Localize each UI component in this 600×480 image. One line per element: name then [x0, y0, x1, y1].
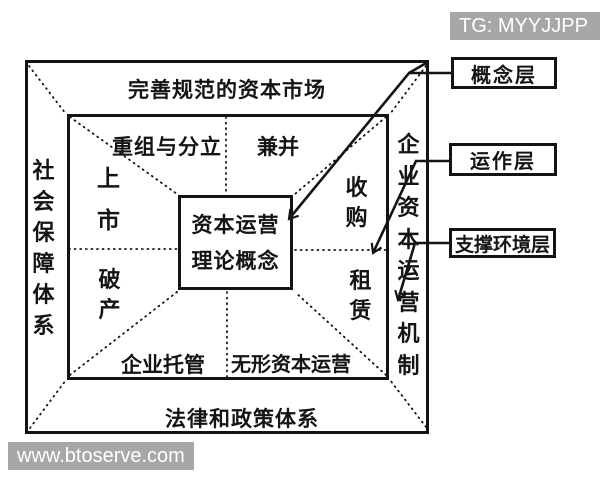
concept-layer-label: 概念层: [471, 64, 537, 87]
concept-layer-box: 概念层: [451, 57, 557, 89]
capital-market-label: 完善规范的资本市场: [128, 78, 326, 102]
listing-label: 上市: [97, 166, 120, 233]
legal-policy-label: 法律和政策体系: [165, 407, 319, 431]
support-layer-label: 支撑环境层: [454, 234, 550, 256]
bankruptcy-label: 破产: [98, 267, 121, 322]
support-layer-box: 支撑环境层: [449, 228, 556, 258]
merger-label: 兼并: [257, 135, 299, 159]
telegram-watermark: TG: MYYJJPP: [450, 12, 600, 40]
restructure-label: 重组与分立: [112, 135, 222, 159]
acquisition-label: 收购: [345, 175, 368, 230]
website-watermark: www.btoserve.com: [8, 442, 194, 470]
intangible-capital-label: 无形资本运营: [231, 354, 351, 376]
operation-layer-label: 运作层: [470, 151, 536, 173]
operation-layer-box: 运作层: [449, 143, 557, 176]
operation-mechanism-label: 企业资本运营机制: [397, 132, 420, 378]
social-security-label: 社会保障体系: [32, 158, 55, 338]
trusteeship-label: 企业托管: [121, 353, 205, 377]
core-concept-box: 资本运营 理论概念: [178, 195, 293, 290]
core-concept-line2: 理论概念: [191, 248, 280, 273]
core-concept-line1: 资本运营: [191, 212, 280, 237]
lease-label: 租赁: [349, 268, 372, 323]
